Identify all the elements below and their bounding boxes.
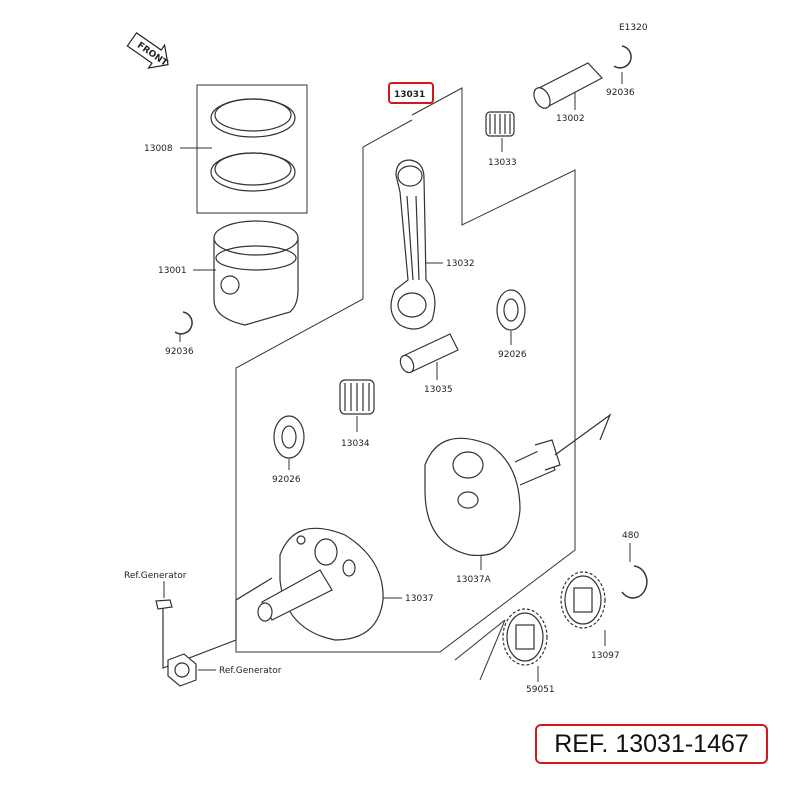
ref-generator-bottom: Ref.Generator — [219, 666, 282, 676]
piston-ring-box — [196, 84, 308, 214]
part-label-13033: 13033 — [488, 158, 517, 168]
highlight-box-13031 — [388, 82, 434, 104]
thrust-washer-right-icon — [496, 289, 526, 331]
part-label-13008: 13008 — [144, 144, 173, 154]
part-label-92026-right: 92026 — [498, 350, 527, 360]
part-label-13037A: 13037A — [456, 575, 492, 585]
circlip-gear-icon — [621, 565, 648, 599]
part-label-13002: 13002 — [556, 114, 585, 124]
needle-bearing-large-icon — [339, 379, 375, 415]
reference-number: REF. 13031-1467 — [535, 724, 768, 764]
part-label-92026-left: 92026 — [272, 475, 301, 485]
piston-icon — [213, 220, 299, 326]
part-label-480: 480 — [622, 531, 639, 541]
needle-bearing-small-icon — [485, 111, 515, 137]
gear-large-icon — [560, 571, 606, 629]
gear-small-icon — [502, 608, 548, 666]
part-label-92036-right: 92036 — [606, 88, 635, 98]
front-arrow-icon: FRONT — [126, 31, 170, 69]
connecting-rod-icon — [390, 159, 436, 330]
diagram-code: E1320 — [619, 23, 648, 33]
circlip-left-icon — [174, 311, 193, 335]
part-label-13031: 13031 — [394, 90, 425, 100]
thrust-washer-left-icon — [273, 415, 305, 459]
part-label-13097: 13097 — [591, 651, 620, 661]
part-label-13037: 13037 — [405, 594, 434, 604]
crankshaft-half-left-icon — [162, 527, 384, 669]
part-label-92036-left: 92036 — [165, 347, 194, 357]
part-label-13034: 13034 — [341, 439, 370, 449]
part-label-13032: 13032 — [446, 259, 475, 269]
circlip-right-icon — [613, 45, 632, 69]
piston-pin-icon — [533, 62, 603, 109]
crankshaft-half-right-icon — [424, 413, 612, 557]
assembly-outline — [235, 87, 576, 653]
ref-generator-top: Ref.Generator — [124, 571, 187, 581]
part-label-59051: 59051 — [526, 685, 555, 695]
piston-rings-icon — [210, 98, 296, 192]
nut-icon — [167, 653, 197, 687]
part-label-13001: 13001 — [158, 266, 187, 276]
crank-pin-icon — [399, 333, 459, 374]
part-label-13035: 13035 — [424, 385, 453, 395]
woodruff-key-icon — [155, 599, 173, 610]
